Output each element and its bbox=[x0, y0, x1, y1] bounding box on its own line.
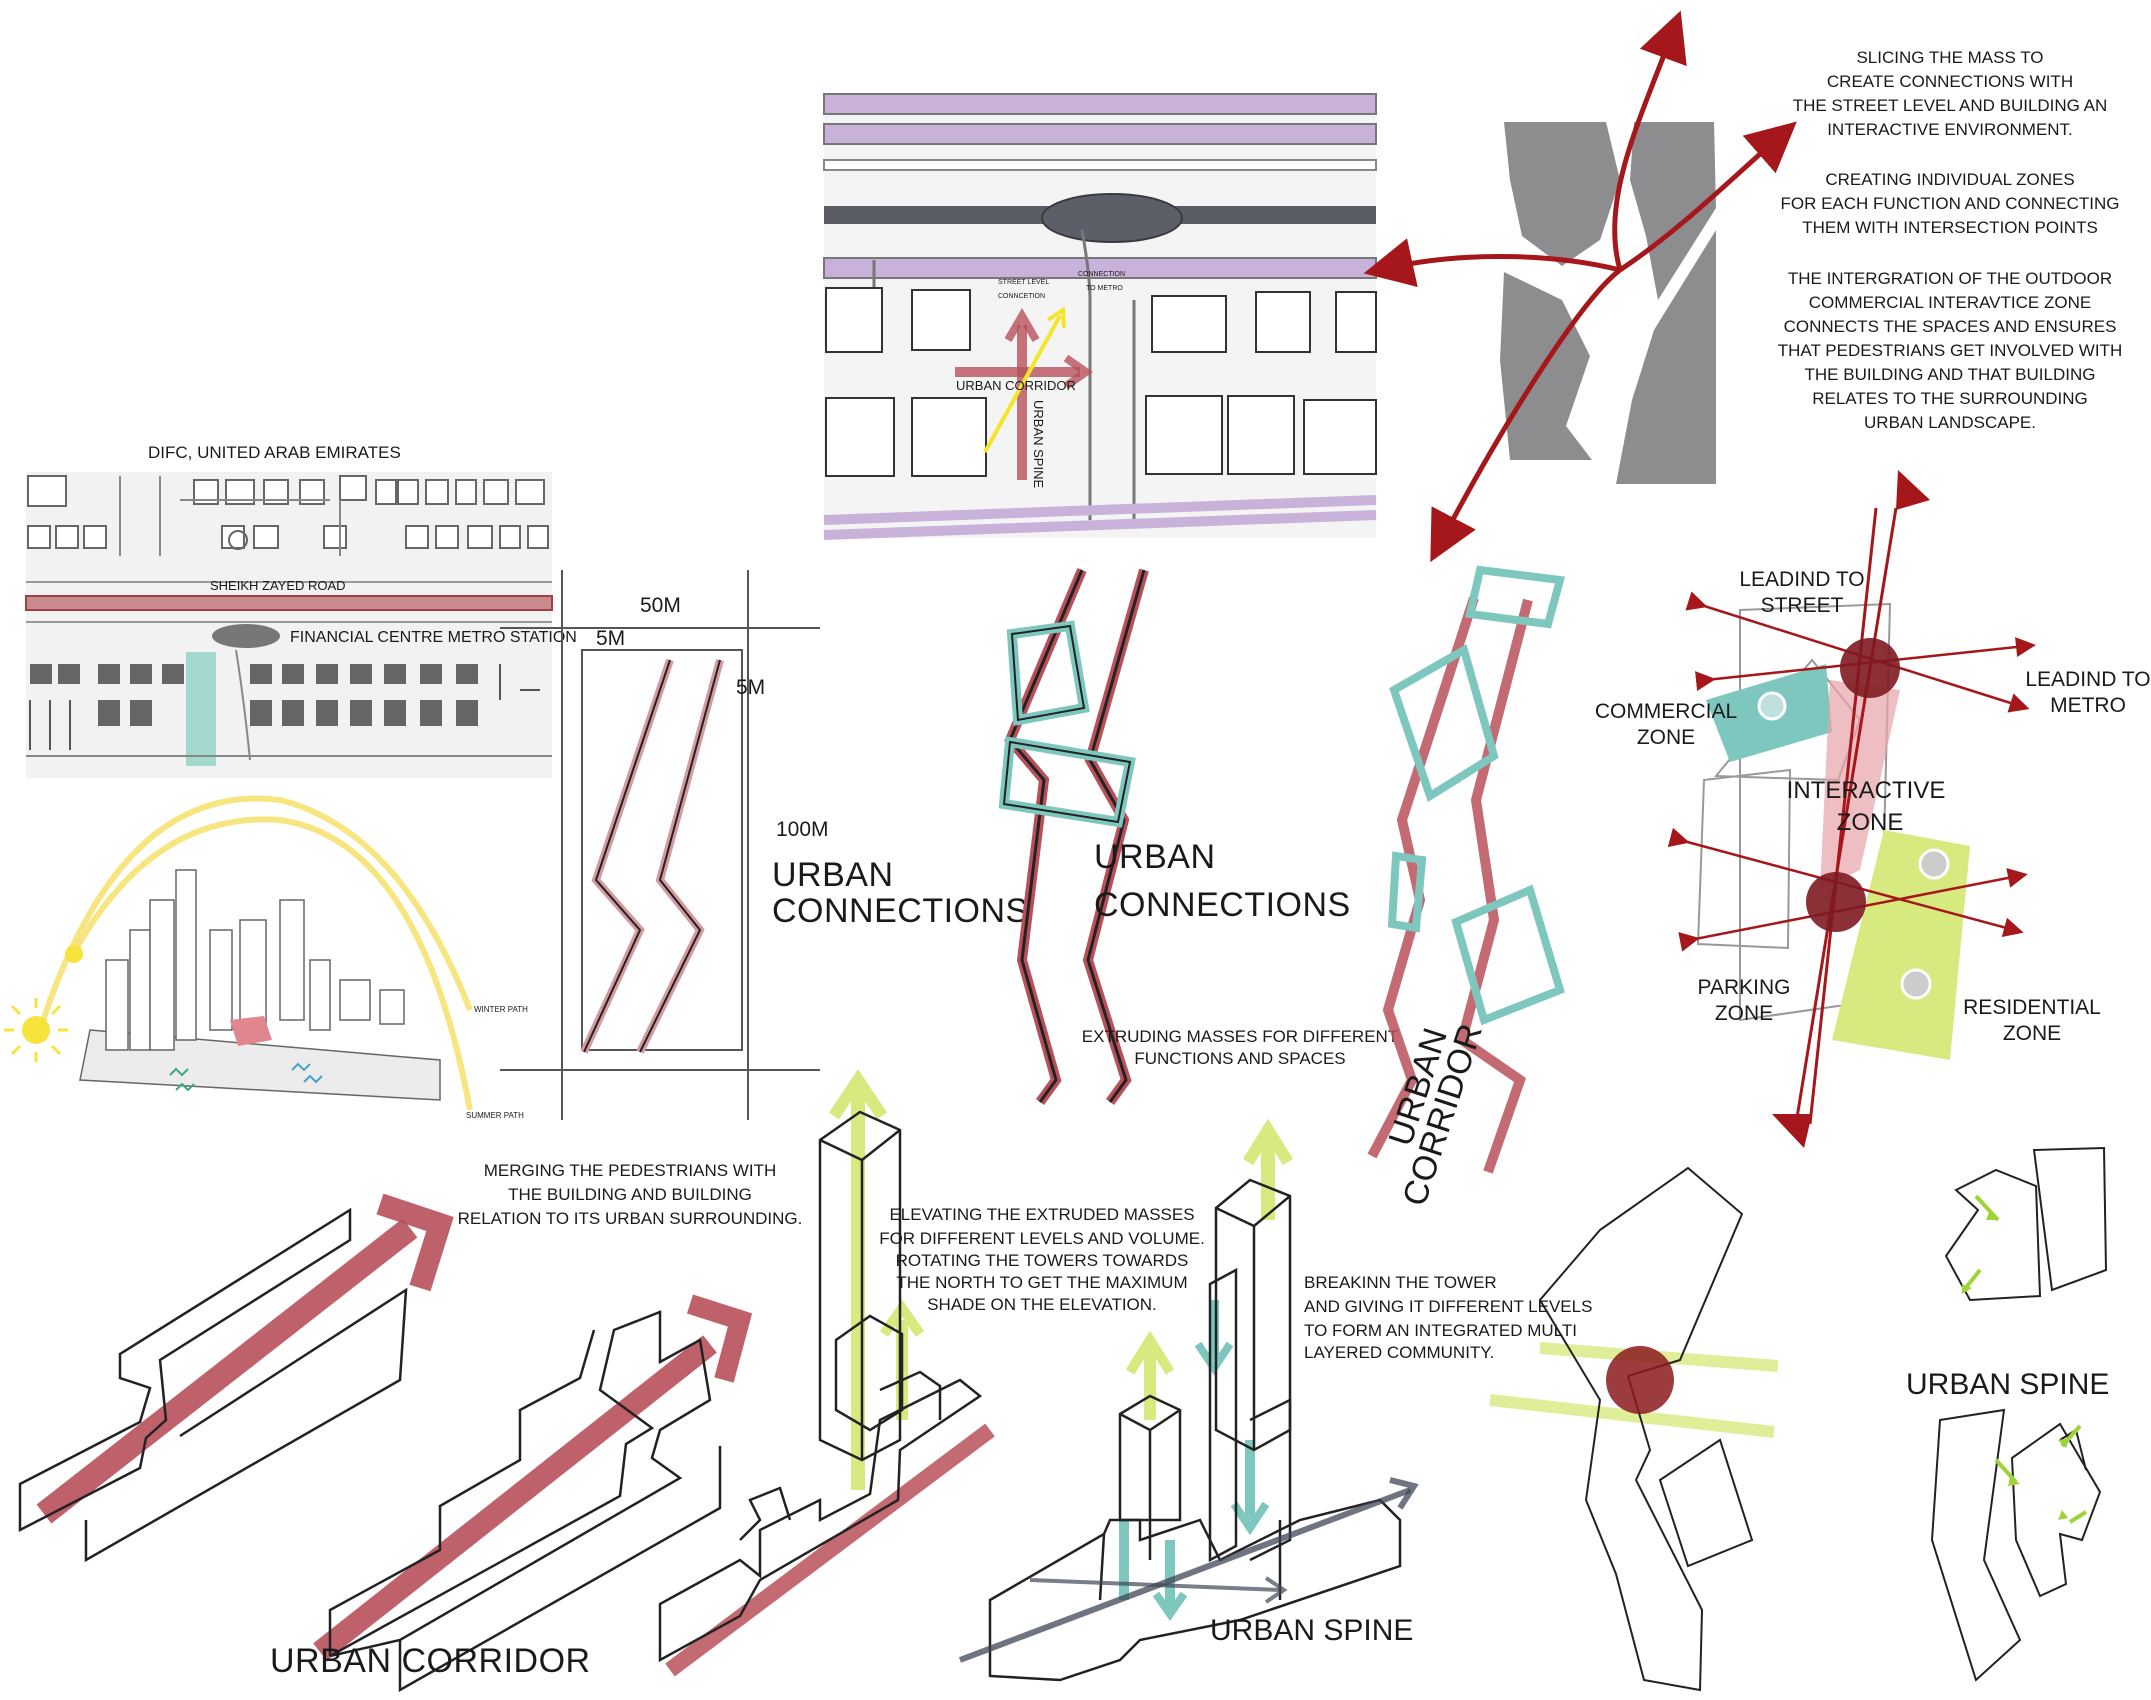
summer-path-label: SUMMER PATH bbox=[466, 1111, 524, 1120]
note-integration-2: COMMERCIAL INTERAVTICE ZONE bbox=[1809, 293, 2091, 312]
note-elevating-3: ROTATING THE TOWERS TOWARDS bbox=[896, 1251, 1189, 1270]
breaking-notes: BREAKINN THE TOWER AND GIVING IT DIFFERE… bbox=[1304, 1273, 1592, 1362]
sun-path-study: WINTER PATH SUMMER PATH bbox=[4, 795, 528, 1120]
elevating-notes: ELEVATING THE EXTRUDED MASSES FOR DIFFER… bbox=[879, 1205, 1205, 1314]
dim-50m: 50M bbox=[640, 594, 681, 617]
urban-connections-2-line1: URBAN bbox=[1094, 838, 1216, 876]
note-zones-3: THEM WITH INTERSECTION POINTS bbox=[1802, 218, 2098, 237]
site-location-map: DIFC, UNITED ARAB EMIRATES bbox=[25, 443, 577, 778]
street-level-connection-label-2: CONNCETION bbox=[998, 293, 1045, 300]
dim-5m-top: 5M bbox=[596, 627, 625, 650]
urban-corridor-rotated-diagram: URBAN CORRIDOR bbox=[1367, 565, 1566, 1210]
zone-interactive-1: INTERACTIVE bbox=[1787, 777, 1946, 804]
tower-elevation-axonometric bbox=[658, 1069, 995, 1677]
note-merging-1: MERGING THE PEDESTRIANS WITH bbox=[484, 1161, 777, 1180]
note-elevating-2: FOR DIFFERENT LEVELS AND VOLUME. bbox=[879, 1229, 1205, 1248]
street-level-connection-label-1: STREET LEVEL bbox=[998, 279, 1049, 286]
zone-commercial-1: COMMERCIAL bbox=[1595, 700, 1737, 723]
note-extruding-2: FUNCTIONS AND SPACES bbox=[1134, 1049, 1345, 1068]
note-integration-6: RELATES TO THE SURROUNDING bbox=[1812, 389, 2088, 408]
zone-to-metro-2: METRO bbox=[2050, 694, 2126, 717]
note-integration-3: CONNECTS THE SPACES AND ENSURES bbox=[1784, 317, 2117, 336]
urban-spine-multilayer-diagram: URBAN SPINE bbox=[958, 1118, 1419, 1682]
urban-spine-plan-small: URBAN SPINE bbox=[1906, 1146, 2109, 1682]
note-extruding-1: EXTRUDING MASSES FOR DIFFERENT bbox=[1082, 1027, 1398, 1046]
urban-spine-title: URBAN SPINE bbox=[1210, 1614, 1413, 1647]
note-merging-2: THE BUILDING AND BUILDING bbox=[508, 1185, 752, 1204]
spine-intersection-diagram bbox=[1489, 1166, 1779, 1692]
note-slicing-3: THE STREET LEVEL AND BUILDING AN bbox=[1793, 96, 2108, 115]
dimension-frame: 50M 5M 5M 100M URBAN CONNECTIONS bbox=[500, 570, 1029, 1120]
zone-to-street-1: LEADIND TO bbox=[1739, 568, 1864, 591]
zone-parking-1: PARKING bbox=[1698, 976, 1791, 999]
urban-spine-title-2: URBAN SPINE bbox=[1906, 1368, 2109, 1401]
note-integration-5: THE BUILDING AND THAT BUILDING bbox=[1805, 365, 2096, 384]
note-zones-2: FOR EACH FUNCTION AND CONNECTING bbox=[1780, 194, 2119, 213]
note-breaking-1: BREAKINN THE TOWER bbox=[1304, 1273, 1497, 1292]
zone-to-metro-1: LEADIND TO bbox=[2025, 668, 2150, 691]
note-breaking-3: TO FORM AN INTEGRATED MULTI bbox=[1304, 1321, 1577, 1340]
dim-100m: 100M bbox=[776, 818, 829, 841]
sliced-mass-diagram bbox=[1363, 10, 1797, 563]
note-elevating-1: ELEVATING THE EXTRUDED MASSES bbox=[889, 1205, 1194, 1224]
note-slicing-4: INTERACTIVE ENVIRONMENT. bbox=[1827, 120, 2073, 139]
urban-corridor-axonometric: URBAN CORRIDOR bbox=[18, 1193, 753, 1693]
note-integration-4: THAT PEDESTRIANS GET INVOLVED WITH bbox=[1778, 341, 2122, 360]
site-plan-corridor: STREET LEVEL CONNCETION CONNECTION TO ME… bbox=[823, 93, 1377, 540]
urban-connections-2-line2: CONNECTIONS bbox=[1094, 886, 1351, 924]
note-elevating-4: THE NORTH TO GET THE MAXIMUM bbox=[896, 1273, 1187, 1292]
note-breaking-4: LAYERED COMMUNITY. bbox=[1304, 1343, 1494, 1362]
note-merging-3: RELATION TO ITS URBAN SURROUNDING. bbox=[458, 1209, 803, 1228]
zone-to-street-2: STREET bbox=[1761, 594, 1844, 617]
zones-diagram: LEADIND TO STREET LEADIND TO METRO COMME… bbox=[1595, 470, 2151, 1148]
plan-urban-corridor-label: URBAN CORRIDOR bbox=[956, 378, 1076, 393]
note-elevating-5: SHADE ON THE ELEVATION. bbox=[927, 1295, 1157, 1314]
merging-notes: MERGING THE PEDESTRIANS WITH THE BUILDIN… bbox=[458, 1161, 803, 1228]
metro-station-label: FINANCIAL CENTRE METRO STATION bbox=[290, 629, 577, 646]
dim-5m-right: 5M bbox=[736, 676, 765, 699]
zone-residential-2: ZONE bbox=[2003, 1022, 2061, 1045]
note-breaking-2: AND GIVING IT DIFFERENT LEVELS bbox=[1304, 1297, 1592, 1316]
top-right-notes: SLICING THE MASS TO CREATE CONNECTIONS W… bbox=[1778, 48, 2122, 432]
urban-connections-1-line1: URBAN bbox=[772, 856, 894, 894]
zone-parking-2: ZONE bbox=[1715, 1002, 1773, 1025]
urban-connections-1-line2: CONNECTIONS bbox=[772, 892, 1029, 930]
note-zones-1: CREATING INDIVIDUAL ZONES bbox=[1825, 170, 2074, 189]
winter-path-label: WINTER PATH bbox=[474, 1005, 528, 1014]
sheikh-zayed-road-label: SHEIKH ZAYED ROAD bbox=[210, 578, 346, 593]
note-integration-7: URBAN LANDSCAPE. bbox=[1864, 413, 2036, 432]
note-integration-1: THE INTERGRATION OF THE OUTDOOR bbox=[1788, 269, 2112, 288]
connection-to-metro-label-1: CONNECTION bbox=[1078, 271, 1125, 278]
zone-residential-1: RESIDENTIAL bbox=[1963, 996, 2101, 1019]
extruded-masses-diagram: URBAN CONNECTIONS EXTRUDING MASSES FOR D… bbox=[998, 568, 1398, 1105]
zone-commercial-2: ZONE bbox=[1637, 726, 1695, 749]
plan-urban-spine-label: URBAN SPINE bbox=[1031, 400, 1046, 488]
connection-to-metro-label-2: TO METRO bbox=[1086, 285, 1123, 292]
site-location-label: DIFC, UNITED ARAB EMIRATES bbox=[148, 443, 401, 462]
urban-corridor-title: URBAN CORRIDOR bbox=[270, 1642, 591, 1680]
zone-interactive-2: ZONE bbox=[1837, 809, 1904, 836]
note-slicing-1: SLICING THE MASS TO bbox=[1856, 48, 2043, 67]
note-slicing-2: CREATE CONNECTIONS WITH bbox=[1827, 72, 2073, 91]
